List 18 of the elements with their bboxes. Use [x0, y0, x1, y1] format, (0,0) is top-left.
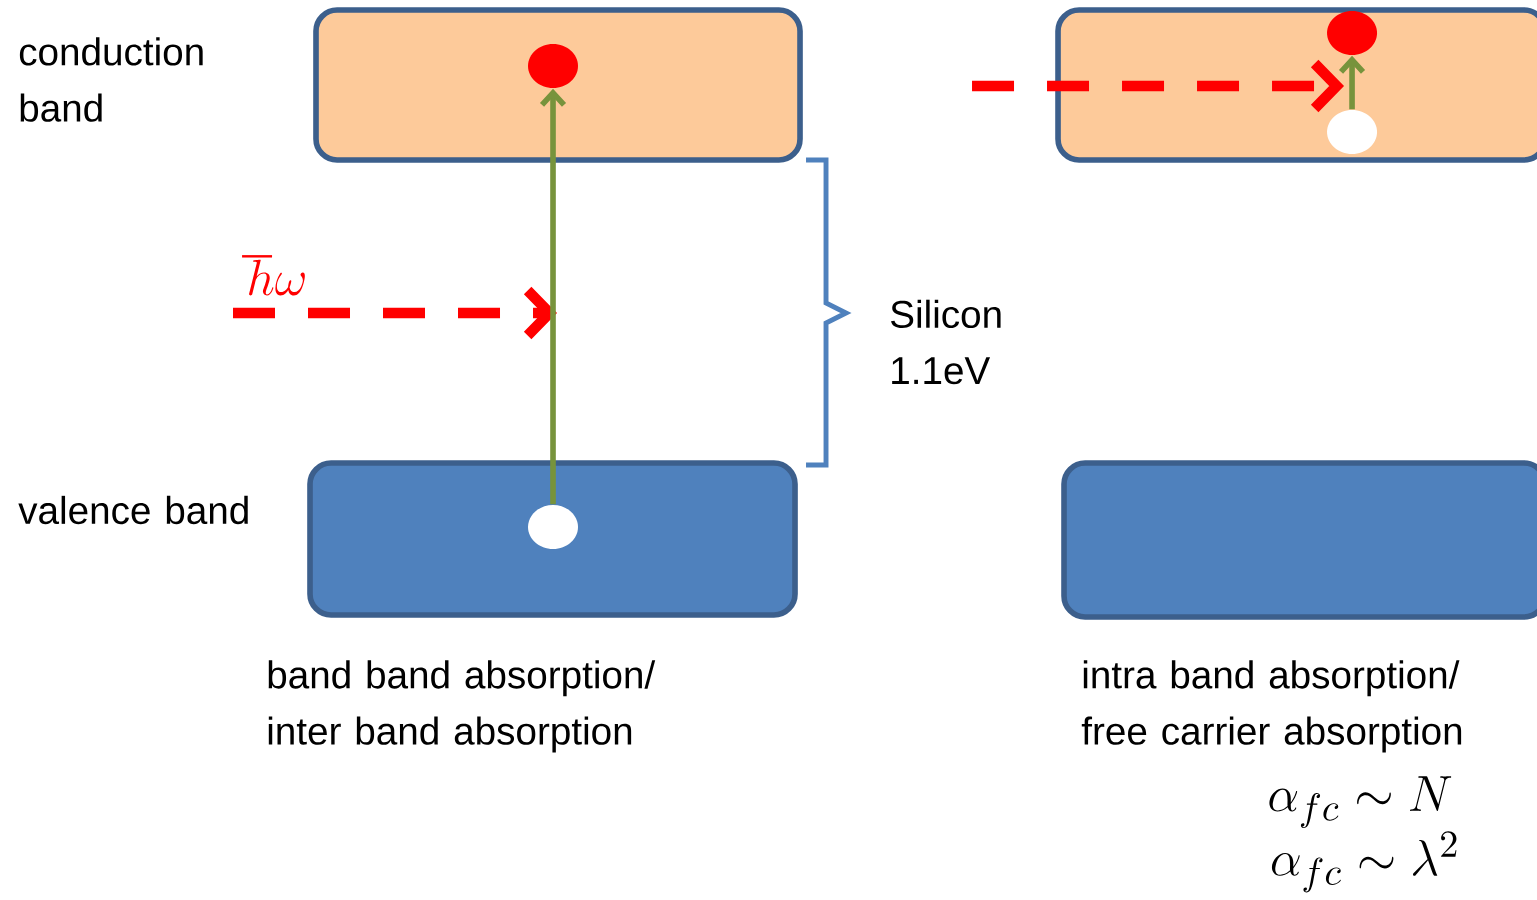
band-label: conduction band [19, 37, 203, 122]
formula: $\alpha_{fc}\sim N$ [1269, 776, 1452, 829]
band-box [1055, 7, 1537, 163]
photon-energy: $\hbar\omega$ [242, 255, 305, 296]
band-label: valence band [18, 495, 248, 525]
carrier-dot [1327, 110, 1378, 154]
carrier-dot [528, 44, 578, 88]
carrier-dot [528, 505, 578, 549]
caption: intra band absorption/ free carrier absorption [1081, 660, 1462, 753]
band-box [307, 460, 798, 618]
arrow [539, 88, 567, 505]
band-box [313, 7, 803, 163]
caption: band band absorption/ inter band absorption [268, 660, 656, 753]
bandgap-label: Silicon 1.1eV [891, 299, 1001, 385]
formula: $\alpha_{fc}\sim\lambda^2$ [1271, 831, 1457, 893]
carrier-dot [1327, 11, 1378, 55]
band-box [1061, 460, 1537, 620]
arrow [1338, 55, 1366, 110]
